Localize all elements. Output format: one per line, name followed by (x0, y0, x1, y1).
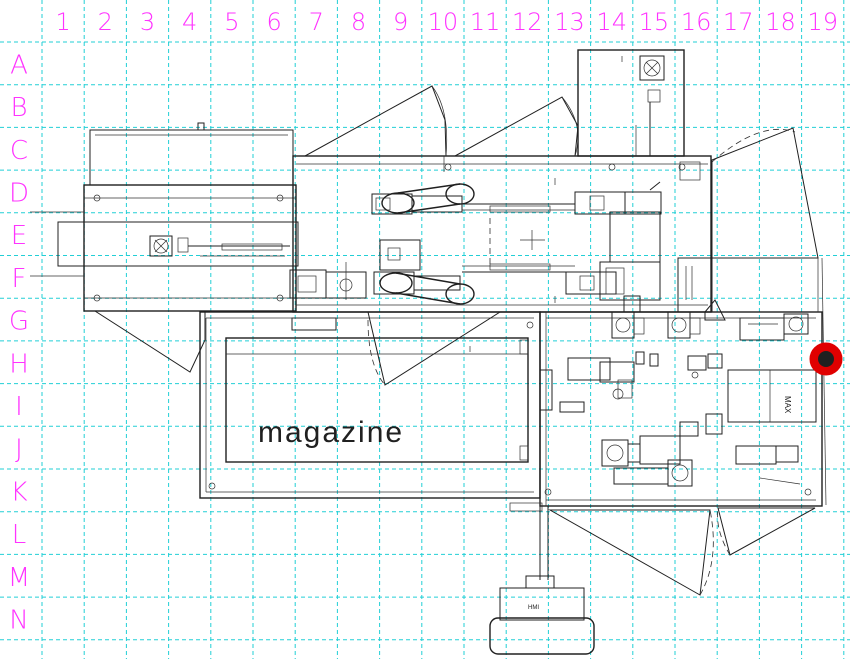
top-right-cabinet (577, 49, 685, 157)
fan-icon-top (639, 55, 665, 81)
column-label-17: 17 (723, 8, 754, 36)
row-label-J: J (15, 435, 23, 465)
column-label-14: 14 (596, 8, 627, 36)
column-label-16: 16 (681, 8, 712, 36)
fan-icon (149, 235, 173, 257)
column-label-7: 7 (309, 8, 324, 36)
column-label-5: 5 (224, 8, 239, 36)
column-label-2: 2 (98, 8, 113, 36)
row-label-D: D (9, 178, 29, 208)
infeed-conveyor-frame (83, 184, 297, 312)
column-label-9: 9 (393, 8, 408, 36)
row-label-K: K (10, 477, 27, 507)
main-frame (292, 155, 712, 313)
column-label-18: 18 (765, 8, 796, 36)
row-label-H: H (9, 349, 29, 379)
column-label-3: 3 (140, 8, 155, 36)
row-label-A: A (10, 50, 28, 80)
row-label-L: L (12, 520, 27, 550)
left-cover-box (89, 129, 294, 186)
row-label-I: I (15, 392, 23, 422)
hmi-base (489, 617, 595, 655)
column-label-12: 12 (512, 8, 543, 36)
row-label-N: N (9, 605, 28, 635)
lower-motor-right (565, 271, 617, 295)
upper-motor-right (574, 191, 626, 215)
column-label-15: 15 (639, 8, 670, 36)
lower-enclosure (199, 311, 541, 499)
row-label-G: G (9, 307, 29, 337)
column-label-10: 10 (428, 8, 459, 36)
column-label-11: 11 (470, 8, 501, 36)
column-label-1: 1 (55, 8, 70, 36)
column-label-8: 8 (351, 8, 366, 36)
row-label-M: M (8, 563, 30, 593)
magazine-box (225, 337, 529, 463)
magazine-label: magazine (258, 416, 404, 449)
max-label: MAX (783, 396, 792, 414)
infeed-belt (57, 221, 299, 267)
row-label-C: C (10, 136, 28, 166)
column-label-6: 6 (266, 8, 281, 36)
column-label-19: 19 (807, 8, 838, 36)
hmi-panel (499, 587, 585, 621)
column-label-13: 13 (554, 8, 585, 36)
max-box (727, 369, 817, 423)
machine-drawing: magazine MAX (30, 49, 843, 655)
row-label-F: F (12, 264, 27, 294)
column-label-4: 4 (182, 8, 197, 36)
row-label-E: E (11, 221, 27, 251)
row-label-B: B (10, 93, 27, 123)
hmi-label: HMI (528, 605, 539, 611)
emergency-stop-center (818, 351, 834, 367)
